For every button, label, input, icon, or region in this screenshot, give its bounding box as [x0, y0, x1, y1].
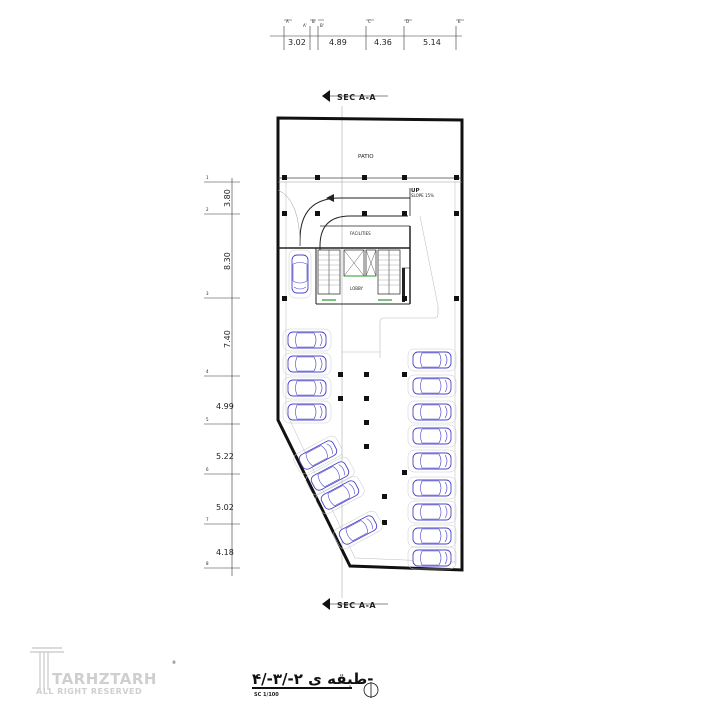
grid-axis-label: 5 [206, 417, 209, 422]
parking-car [282, 352, 332, 376]
grid-axis-label: 1 [206, 175, 209, 180]
parking-car [407, 400, 457, 424]
drawing-scale: SC 1/100 [254, 692, 279, 698]
grid-span-label: 3.02 [288, 38, 306, 47]
grid-axis-label: B' [320, 23, 324, 28]
grid-axis-label: 7 [206, 517, 209, 522]
grid-axis-label: B [312, 19, 315, 24]
structural-columns [282, 175, 459, 525]
ramp-up-label: UP [411, 188, 420, 194]
driveway [342, 215, 439, 358]
parking-car [407, 476, 457, 500]
grid-axis-label: 6 [206, 467, 209, 472]
logo-icon [30, 647, 64, 690]
grid-span-label: 5.22 [216, 452, 234, 461]
grid-span-label: 3.80 [223, 189, 232, 207]
lobby-label: LOBBY [350, 286, 364, 291]
parking-car [282, 376, 332, 400]
facilities-label: FACILITIES [350, 231, 371, 236]
section-arrow-icon [322, 598, 330, 610]
grid-span-label: 4.36 [374, 38, 392, 47]
grid-axis-label: 2 [206, 207, 209, 212]
title-block: طبقه ی ۲-/۳-/۴- SC 1/100 [252, 670, 379, 698]
north-arrow-icon [363, 682, 379, 698]
core-block: FACILITIES [278, 225, 411, 305]
ramp-slope-label: SLOPE 15% [411, 193, 434, 198]
elevator-shafts [343, 249, 377, 277]
brand-watermark: TARHZTARH ALL RIGHT RESERVED ® [30, 647, 176, 696]
stair-right [377, 249, 401, 295]
parking-car [407, 374, 457, 398]
parking-car [407, 524, 457, 548]
ramp-arrow-icon [326, 194, 334, 202]
grid-axis-label: E [458, 19, 461, 24]
grid-span-label: 5.14 [423, 38, 441, 47]
grid-axis-label: D [406, 19, 409, 24]
section-marker-bottom: SEC A-A [322, 598, 388, 610]
parking-car [407, 546, 457, 570]
parking-car [282, 328, 332, 352]
parking-car [407, 449, 457, 473]
grid-span-label: 5.02 [216, 503, 234, 512]
section-label: SEC A-A [337, 601, 376, 610]
parking-car [288, 249, 312, 299]
grid-axis-label: 8 [206, 561, 209, 566]
stair-left [317, 249, 341, 295]
parking-car [333, 510, 383, 550]
grid-span-label: 4.18 [216, 548, 234, 557]
parking-car [407, 424, 457, 448]
section-arrow-icon [322, 90, 330, 102]
grid-axis-label: A [286, 19, 289, 24]
ramp: UP SLOPE 15% [277, 188, 434, 250]
grid-axis-label: 3 [206, 291, 209, 296]
parking-car [293, 435, 343, 475]
parking-spaces [282, 249, 457, 570]
grid-span-label: 8.30 [223, 252, 232, 270]
brand-rights: ALL RIGHT RESERVED [36, 687, 142, 696]
grid-span-label: 7.40 [223, 330, 232, 348]
brand-name: TARHZTARH [52, 670, 157, 688]
parking-car [407, 348, 457, 372]
parking-car [315, 475, 365, 515]
parking-car [407, 500, 457, 524]
drawing-title: طبقه ی ۲-/۳-/۴- [252, 670, 373, 688]
section-label: SEC A-A [337, 93, 376, 102]
grid-span-label: 4.89 [329, 38, 347, 47]
grid-span-label: 4.99 [216, 402, 234, 411]
parking-car [305, 456, 355, 496]
top-grid-dimensions: A A' B B' C D E 3.02 4.89 4.36 5.14 [270, 19, 464, 50]
grid-axis-label: C [368, 19, 371, 24]
parking-car [282, 400, 332, 424]
section-marker-top: SEC A-A [322, 90, 388, 102]
registered-mark: ® [172, 660, 176, 665]
grid-axis-label: A' [303, 23, 307, 28]
patio-label: PATIO [358, 154, 374, 160]
left-grid-dimensions: 1 2 3 4 5 6 7 8 3.80 8.30 7.40 4.99 5.22… [204, 175, 240, 576]
grid-axis-label: 4 [206, 369, 209, 374]
